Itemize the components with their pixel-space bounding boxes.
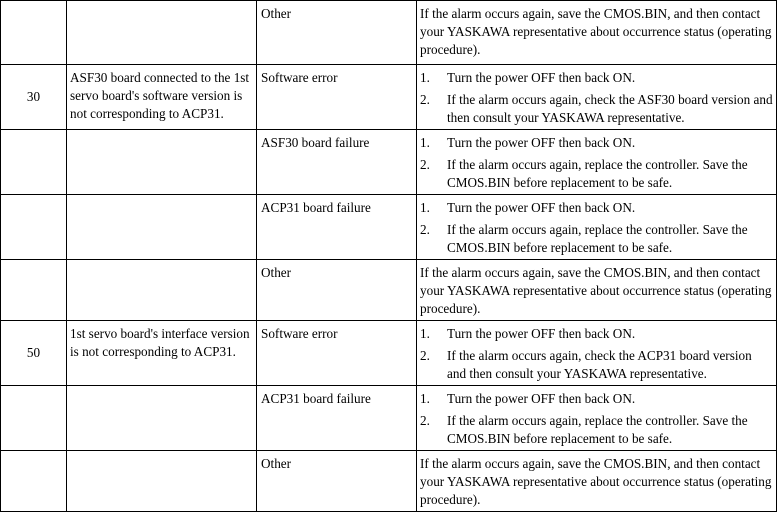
remedy-step: 1. Turn the power OFF then back ON. xyxy=(420,325,773,343)
alarm-code-cell xyxy=(0,450,67,512)
alarm-data-cell xyxy=(66,194,257,260)
remedy-step: 2. If the alarm occurs again, check the A… xyxy=(420,347,773,383)
step-text: If the alarm occurs again, replace the c… xyxy=(447,413,748,447)
remedy-text: If the alarm occurs again, save the CMOS… xyxy=(420,6,772,58)
remedy-cell: 1. Turn the power OFF then back ON. 2. If t… xyxy=(416,64,777,130)
alarm-code-cell xyxy=(0,0,67,65)
remedy-cell: If the alarm occurs again, save the CMOS… xyxy=(416,259,777,321)
cause-cell: ACP31 board failure xyxy=(256,194,417,260)
step-number: 2. xyxy=(420,348,430,364)
alarm-code-cell xyxy=(0,259,67,321)
remedy-step: 1. Turn the power OFF then back ON. xyxy=(420,69,773,87)
step-number: 1. xyxy=(420,135,430,150)
cause-cell: Other xyxy=(256,259,417,321)
remedy-text: If the alarm occurs again, save the CMOS… xyxy=(420,265,772,317)
alarm-data-cell xyxy=(66,450,257,512)
step-number: 2. xyxy=(420,413,430,429)
step-number: 1. xyxy=(420,326,430,341)
alarm-code-cell xyxy=(0,129,67,195)
remedy-step: 2. If the alarm occurs again, check the A… xyxy=(420,91,773,127)
alarm-data-cell xyxy=(66,0,257,65)
cause-cell: ASF30 board failure xyxy=(256,129,417,195)
remedy-step: 2. If the alarm occurs again, replace the… xyxy=(420,221,773,257)
alarm-data-cell xyxy=(66,259,257,321)
step-text: Turn the power OFF then back ON. xyxy=(447,135,636,150)
remedy-step: 1. Turn the power OFF then back ON. xyxy=(420,134,773,152)
alarm-code-cell xyxy=(0,194,67,260)
remedy-cell: If the alarm occurs again, save the CMOS… xyxy=(416,450,777,512)
step-text: Turn the power OFF then back ON. xyxy=(447,326,636,341)
alarm-data-cell xyxy=(66,385,257,451)
remedy-step: 2. If the alarm occurs again, replace the… xyxy=(420,412,773,448)
cause-cell: Other xyxy=(256,0,417,65)
step-text: If the alarm occurs again, replace the c… xyxy=(447,222,748,256)
remedy-cell: 1. Turn the power OFF then back ON. 2. If t… xyxy=(416,129,777,195)
step-number: 2. xyxy=(420,92,430,108)
remedy-text: If the alarm occurs again, save the CMOS… xyxy=(420,456,772,508)
remedy-step: 1. Turn the power OFF then back ON. xyxy=(420,390,773,408)
step-text: If the alarm occurs again, check the ACP… xyxy=(447,348,752,382)
step-number: 1. xyxy=(420,391,430,406)
step-text: If the alarm occurs again, check the ASF… xyxy=(447,92,773,126)
step-text: If the alarm occurs again, replace the c… xyxy=(447,157,748,191)
cause-cell: Other xyxy=(256,450,417,512)
alarm-code-cell: 30 xyxy=(0,64,67,130)
step-text: Turn the power OFF then back ON. xyxy=(447,391,636,406)
cause-cell: Software error xyxy=(256,64,417,130)
step-number: 1. xyxy=(420,70,430,85)
alarm-data-cell xyxy=(66,129,257,195)
remedy-cell: 1. Turn the power OFF then back ON. 2. If t… xyxy=(416,194,777,260)
cause-cell: Software error xyxy=(256,320,417,386)
remedy-cell: 1. Turn the power OFF then back ON. 2. If t… xyxy=(416,320,777,386)
alarm-data-cell: ASF30 board connected to the 1st servo b… xyxy=(66,64,257,130)
step-text: Turn the power OFF then back ON. xyxy=(447,70,636,85)
alarm-data-cell: 1st servo board's interface version is n… xyxy=(66,320,257,386)
step-number: 1. xyxy=(420,200,430,215)
remedy-step: 1. Turn the power OFF then back ON. xyxy=(420,199,773,217)
step-text: Turn the power OFF then back ON. xyxy=(447,200,636,215)
remedy-step: 2. If the alarm occurs again, replace the… xyxy=(420,156,773,192)
alarm-code-cell xyxy=(0,385,67,451)
remedy-cell: 1. Turn the power OFF then back ON. 2. If t… xyxy=(416,385,777,451)
step-number: 2. xyxy=(420,222,430,238)
remedy-cell: If the alarm occurs again, save the CMOS… xyxy=(416,0,777,65)
cause-cell: ACP31 board failure xyxy=(256,385,417,451)
alarm-code-cell: 50 xyxy=(0,320,67,386)
step-number: 2. xyxy=(420,157,430,173)
